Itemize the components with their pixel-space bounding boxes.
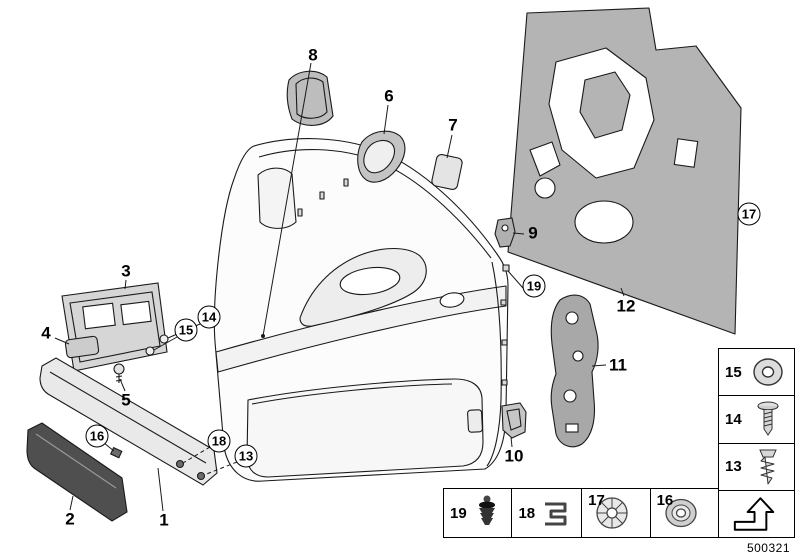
cover-10 [501,402,527,439]
legend-side-column: 15 14 13 [718,348,795,538]
fastener-marks [297,172,510,386]
front-direction-arrow-icon [733,497,775,531]
callout-19[interactable]: 19 [522,274,546,298]
legend-item-19[interactable]: 19 [444,489,512,537]
callout-16[interactable]: 16 [85,424,109,448]
callout-15[interactable]: 15 [174,318,198,342]
leader-lines [54,62,625,512]
callout-9[interactable]: 9 [528,223,538,243]
callout-4[interactable]: 4 [41,323,51,343]
decor-strip-1 [39,357,218,486]
legend-item-17[interactable]: 17 [581,489,650,537]
callout-14[interactable]: 14 [197,305,221,329]
legend-item-label: 13 [725,458,742,476]
legend-item-label: 14 [725,410,742,428]
callout-18[interactable]: 18 [207,429,231,453]
cover-cap-4 [64,335,100,359]
mounting-bracket [550,294,599,448]
legend-item-label: 18 [518,504,536,522]
decor-strip-2 [26,422,128,522]
callout-8[interactable]: 8 [308,45,318,65]
callout-7[interactable]: 7 [448,115,458,135]
legend-item-label: 16 [656,492,674,509]
tweeter-cover [286,70,334,126]
callout-2[interactable]: 2 [65,509,75,529]
expansion-rivet-icon [479,495,496,525]
legend-item-16[interactable]: 16 [649,489,718,537]
door-pull-trim [357,130,406,183]
callout-6[interactable]: 6 [384,86,394,106]
sound-deadening-panel [507,7,742,335]
callout-1[interactable]: 1 [159,510,169,530]
clip-bracket-9 [494,217,516,248]
direction-symbol-cell [719,489,794,537]
legend-item-13[interactable]: 13 [719,442,794,490]
retainer-washer-icon [664,498,697,528]
cover-7 [431,154,463,190]
pan-head-screw-icon [757,401,779,437]
legend-item-18[interactable]: 18 [511,489,582,537]
callout-11[interactable]: 11 [609,355,627,375]
spring-clip-icon [545,502,567,526]
switch-panel-trim [61,282,169,372]
callout-5[interactable]: 5 [121,390,131,410]
callout-13[interactable]: 13 [234,444,258,468]
legend-item-label: 19 [450,504,467,522]
callout-12[interactable]: 12 [616,296,636,316]
legend-item-label: 15 [725,363,742,381]
door-trim-panel [213,138,510,482]
self-tapping-screw-icon [759,449,777,485]
legend-item-15[interactable]: 15 [719,349,794,396]
legend-bottom-row: 19 18 17 [443,488,719,538]
legend-item-14[interactable]: 14 [719,395,794,443]
callout-17[interactable]: 17 [737,202,761,226]
star-washer-icon [596,497,628,529]
washer-icon [753,358,783,386]
legend-item-label: 17 [588,492,605,509]
doc-number: 500321 [746,541,790,555]
screw-5 [113,363,125,383]
callout-10[interactable]: 10 [504,446,524,466]
callout-3[interactable]: 3 [121,261,131,281]
